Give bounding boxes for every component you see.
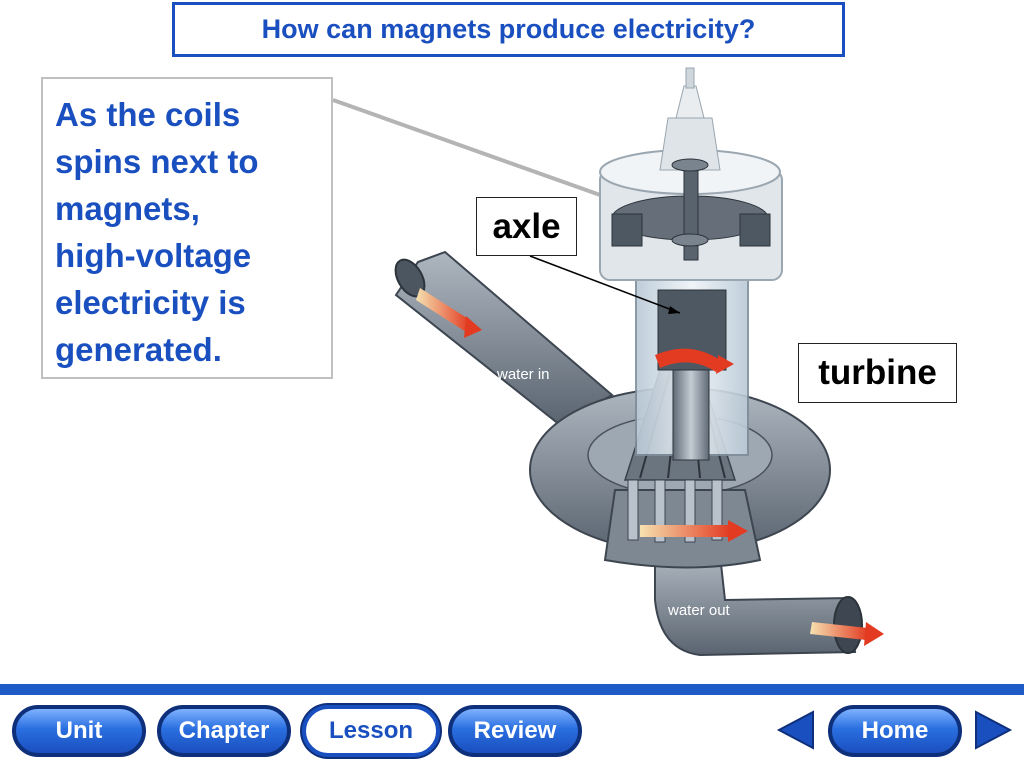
water-in-label: water in [497, 366, 550, 383]
home-button[interactable]: Home [828, 705, 962, 757]
description-line: electricity is [55, 284, 246, 321]
unit-button[interactable]: Unit [12, 705, 146, 757]
turbine-diagram [332, 67, 884, 657]
generator-column [635, 274, 749, 461]
axle-pointer-line [529, 255, 681, 314]
description-line: As the coils [55, 96, 241, 133]
description-line: magnets, [55, 190, 200, 227]
previous-arrow-icon[interactable] [775, 709, 817, 751]
callout-line [332, 98, 649, 214]
description-box: As the coils spins next to magnets, high… [41, 77, 333, 379]
chapter-button[interactable]: Chapter [157, 705, 291, 757]
description-line: generated. [55, 331, 222, 368]
axle-label: axle [476, 197, 577, 256]
title-box: How can magnets produce electricity? [172, 2, 845, 57]
outlet-pipe [654, 554, 884, 657]
review-button[interactable]: Review [448, 705, 582, 757]
water-out-label: water out [668, 602, 730, 619]
turbine-label: turbine [798, 343, 957, 403]
intake-pipe [394, 250, 614, 427]
next-arrow-icon[interactable] [972, 709, 1014, 751]
nav-divider-bar [0, 684, 1024, 695]
description-line: spins next to [55, 143, 259, 180]
generator-housing [599, 67, 783, 281]
description-line: high-voltage [55, 237, 252, 274]
page-title: How can magnets produce electricity? [261, 14, 756, 44]
lesson-button[interactable]: Lesson [302, 705, 440, 757]
axle-pointer-arrowhead [668, 306, 680, 314]
